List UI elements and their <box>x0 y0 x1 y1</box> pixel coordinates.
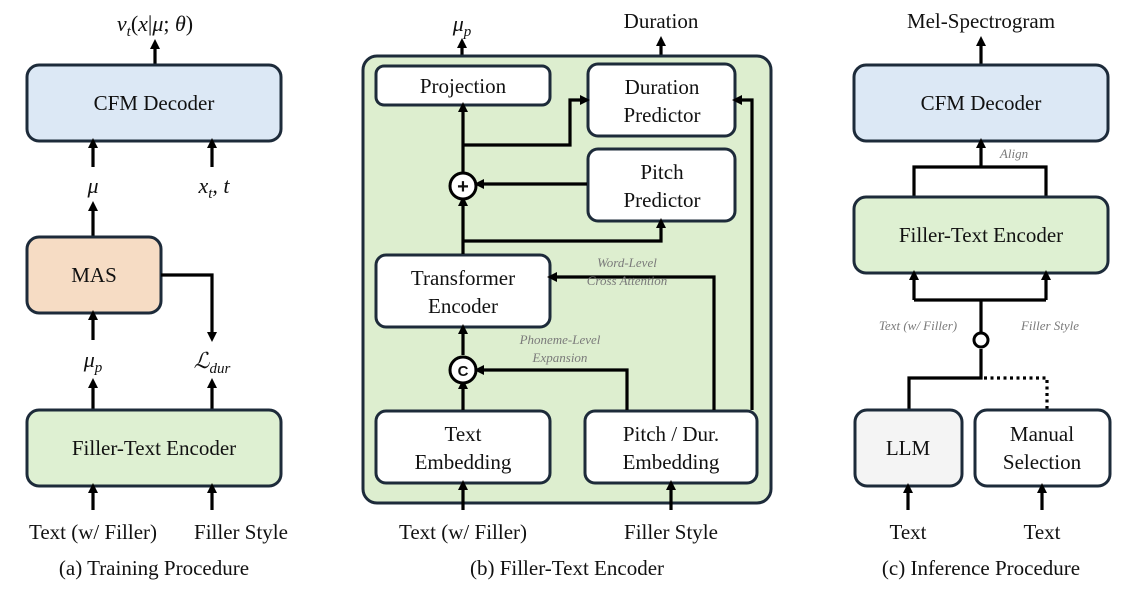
b-plus-op-label: + <box>457 176 469 198</box>
c-filler-style-label: Filler Style <box>1020 318 1079 333</box>
c-llm-label: LLM <box>886 436 931 460</box>
a-mup-label: μp <box>83 347 103 376</box>
b-projection-label: Projection <box>420 74 507 98</box>
b-duration-predictor-label-2: Predictor <box>624 103 701 127</box>
b-arrow-pdemb-to-concat <box>474 365 629 410</box>
b-arrow-pdemb-to-durpred <box>732 95 754 410</box>
b-out-duration: Duration <box>624 9 699 33</box>
b-transformer-label-1: Transformer <box>411 266 515 290</box>
c-cfm-decoder-label: CFM Decoder <box>921 91 1042 115</box>
a-encoder-label: Filler-Text Encoder <box>72 436 236 460</box>
a-arrow-mas-to-ldur <box>161 273 217 342</box>
b-pitch-predictor-label-2: Predictor <box>624 188 701 212</box>
c-caption: (c) Inference Procedure <box>882 556 1080 580</box>
a-xt-label: xt, t <box>197 173 230 202</box>
a-input-text: Text (w/ Filler) <box>29 520 157 544</box>
b-word-level-label-1: Word-Level <box>597 255 657 270</box>
c-text-w-filler-label: Text (w/ Filler) <box>879 318 957 333</box>
b-pitch-predictor-label-1: Pitch <box>640 160 684 184</box>
c-manual-selection-label-2: Selection <box>1003 450 1082 474</box>
c-input-text-2: Text <box>1023 520 1060 544</box>
c-encoder-label: Filler-Text Encoder <box>899 223 1063 247</box>
c-manual-to-junction <box>983 376 1049 409</box>
b-pitch-dur-embedding-label-2: Embedding <box>623 450 720 474</box>
b-out-mup: μp <box>452 11 472 40</box>
b-arrow-pdemb-to-transformer <box>547 272 716 410</box>
c-encoder-box <box>852 195 1110 275</box>
c-output-label: Mel-Spectrogram <box>907 9 1055 33</box>
b-arrow-plus-to-durpred <box>463 95 590 147</box>
b-arrow-transformer-to-pitchpred <box>463 218 666 243</box>
b-phoneme-level-label-1: Phoneme-Level <box>519 332 601 347</box>
b-concat-op-label: C <box>458 363 469 380</box>
a-mas-label: MAS <box>71 263 117 287</box>
c-llm-to-junction <box>907 349 983 409</box>
b-duration-predictor-label-1: Duration <box>625 75 700 99</box>
b-input-style: Filler Style <box>624 520 718 544</box>
a-output-label: vt(x|μ; θ) <box>117 11 193 40</box>
a-input-style: Filler Style <box>194 520 288 544</box>
b-word-level-label-2: Cross Attention <box>587 273 668 288</box>
c-manual-selection-label-1: Manual <box>1010 422 1074 446</box>
a-ldur-label: ℒdur <box>194 349 231 377</box>
a-mu-label: μ <box>86 173 98 198</box>
a-caption: (a) Training Procedure <box>59 556 249 580</box>
a-cfm-decoder-label: CFM Decoder <box>94 91 215 115</box>
c-junction-circle <box>972 331 990 349</box>
a-encoder-box <box>25 408 283 488</box>
b-transformer-label-2: Encoder <box>428 294 498 318</box>
b-input-text: Text (w/ Filler) <box>399 520 527 544</box>
panel-a: vt(x|μ; θ) CFM Decoder μ xt, t MAS μp ℒd… <box>25 11 288 580</box>
c-input-text-1: Text <box>889 520 926 544</box>
b-phoneme-level-label-2: Expansion <box>532 350 588 365</box>
b-text-embedding-label-1: Text <box>444 422 481 446</box>
a-cfm-decoder-box <box>25 63 283 143</box>
c-align-label: Align <box>999 146 1028 161</box>
panel-b: μp Duration Projection Duration Predicto… <box>361 9 773 580</box>
b-text-embedding-label-2: Embedding <box>415 450 512 474</box>
c-align-connector <box>912 165 1048 197</box>
b-pitch-dur-embedding-label-1: Pitch / Dur. <box>623 422 719 446</box>
b-caption: (b) Filler-Text Encoder <box>470 556 664 580</box>
panel-c: Mel-Spectrogram CFM Decoder Align Filler… <box>852 9 1112 580</box>
